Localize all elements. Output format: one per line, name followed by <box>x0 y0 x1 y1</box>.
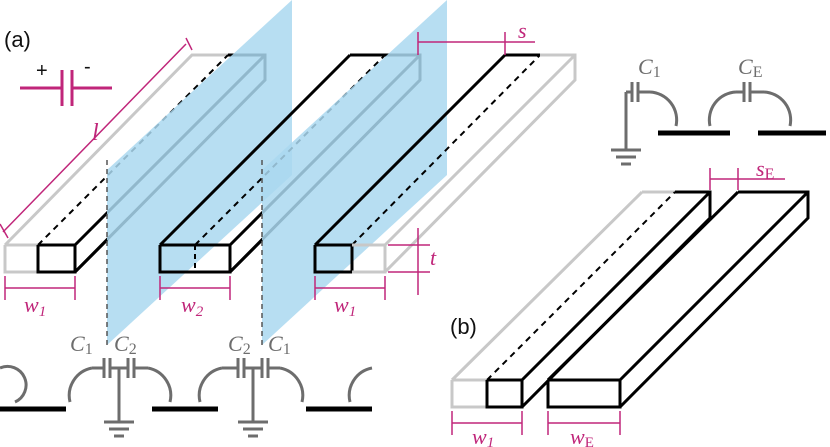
dimension-we-label: wE <box>570 424 594 447</box>
dimension-s <box>417 32 535 55</box>
dimension-t <box>388 228 430 295</box>
dimension-w1-left <box>4 276 76 300</box>
strip-b-right <box>546 190 810 409</box>
dimension-w1-left-label: w1 <box>24 292 46 320</box>
dimension-w1-b-label: w1 <box>472 424 494 447</box>
label-c1-left: C1 <box>70 331 93 358</box>
capacitor-plus-label: + <box>36 60 48 82</box>
capacitor-minus-label: - <box>84 56 91 78</box>
dimension-se <box>709 168 785 190</box>
panel-label-a: (a) <box>4 27 31 52</box>
circuit-top-right <box>611 82 793 166</box>
strip-right <box>313 53 577 274</box>
dimension-we <box>547 411 621 435</box>
symmetry-plane-1 <box>107 0 292 345</box>
label-c2-right: C2 <box>228 331 251 358</box>
dimension-l-label: l <box>92 120 99 146</box>
symmetry-plane-2 <box>262 0 447 345</box>
dimension-s-label: s <box>518 18 527 43</box>
dimension-se-label: sE <box>756 156 774 183</box>
strip-left-front <box>73 238 109 274</box>
circuit-bottom <box>0 358 373 438</box>
label-c1-right: C1 <box>268 331 291 358</box>
dimension-w2 <box>159 276 231 300</box>
dimension-w1-b <box>451 411 523 435</box>
dimension-l <box>0 37 193 239</box>
label-ce-top: CE <box>738 54 762 81</box>
dimension-w1-right-label: w1 <box>334 292 356 320</box>
dimension-t-label: t <box>430 245 437 270</box>
strip-middle-front <box>228 238 264 274</box>
panel-label-b: (b) <box>450 314 477 339</box>
dimension-w2-label: w2 <box>181 292 204 320</box>
label-c2-left: C2 <box>114 331 137 358</box>
capacitor-symbol <box>20 70 112 106</box>
label-c1-top: C1 <box>638 54 661 81</box>
dimension-w1-right <box>314 276 386 300</box>
strip-b-left <box>450 190 712 409</box>
